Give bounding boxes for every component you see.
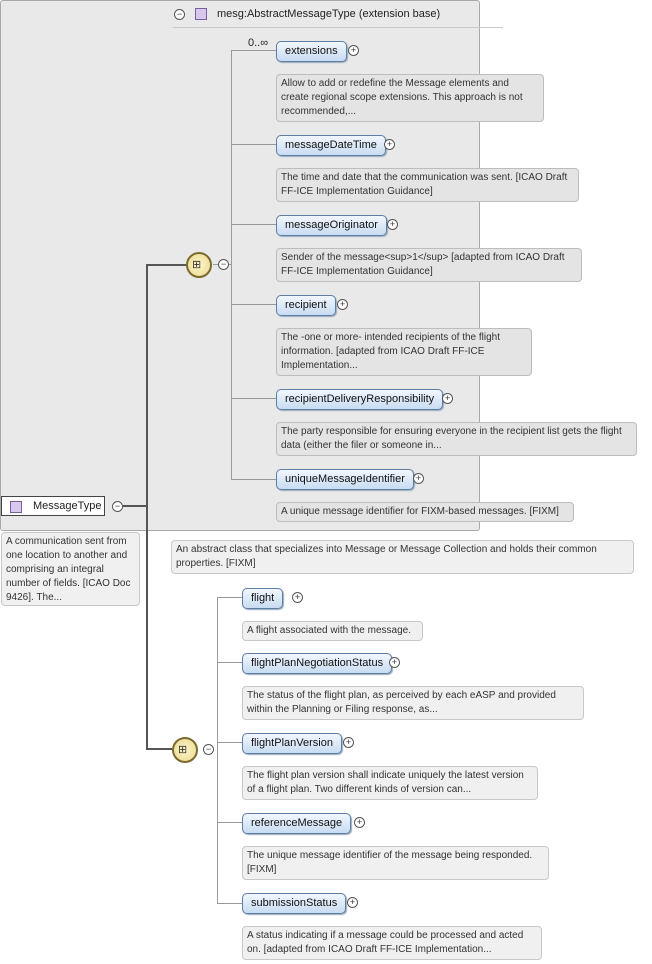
element-doc: Sender of the message<sup>1</sup> [adapt… xyxy=(276,248,582,282)
expand-icon[interactable]: + xyxy=(354,817,365,828)
collapse-icon[interactable]: − xyxy=(174,9,185,20)
root-element-label: MessageType xyxy=(33,500,102,512)
connector xyxy=(146,264,186,266)
element-doc: The status of the flight plan, as percei… xyxy=(242,686,584,720)
element-messageOriginator[interactable]: messageOriginator xyxy=(276,215,387,236)
element-referenceMessage[interactable]: referenceMessage xyxy=(242,813,352,834)
element-doc: Allow to add or redefine the Message ele… xyxy=(276,74,544,122)
complex-type-icon xyxy=(195,8,207,20)
element-doc: A unique message identifier for FIXM-bas… xyxy=(276,502,574,522)
expand-icon[interactable]: + xyxy=(337,299,348,310)
expand-icon[interactable]: + xyxy=(343,737,354,748)
element-recipient[interactable]: recipient xyxy=(276,295,336,316)
expand-icon[interactable]: + xyxy=(348,45,359,56)
root-element-messagetype[interactable]: MessageType xyxy=(1,496,105,516)
complex-type-icon xyxy=(10,501,22,513)
connector xyxy=(217,903,242,904)
element-flightPlanVersion[interactable]: flightPlanVersion xyxy=(242,733,342,754)
connector xyxy=(231,144,276,145)
collapse-icon[interactable]: − xyxy=(112,501,123,512)
element-doc: A status indicating if a message could b… xyxy=(242,926,542,960)
connector xyxy=(217,597,242,598)
expand-icon[interactable]: + xyxy=(387,219,398,230)
expand-icon[interactable]: + xyxy=(347,897,358,908)
element-doc: The -one or more- intended recipients of… xyxy=(276,328,532,376)
root-element-doc: A communication sent from one location t… xyxy=(1,532,140,606)
connector xyxy=(217,822,242,823)
expand-icon[interactable]: + xyxy=(292,592,303,603)
element-extensions[interactable]: extensions xyxy=(276,41,347,62)
element-recipientDeliveryResponsibility[interactable]: recipientDeliveryResponsibility xyxy=(276,389,444,410)
root-branch-line xyxy=(146,264,148,749)
connector xyxy=(217,742,242,743)
connector xyxy=(217,662,242,663)
title-divider xyxy=(173,27,503,28)
connector xyxy=(146,748,172,750)
element-doc: The time and date that the communication… xyxy=(276,168,579,202)
sequence-compositor-icon[interactable]: ⊞ xyxy=(172,737,198,763)
element-submissionStatus[interactable]: submissionStatus xyxy=(242,893,347,914)
sequence-compositor-icon[interactable]: ⊞ xyxy=(186,252,212,278)
collapse-icon[interactable]: − xyxy=(218,259,229,270)
base-type-title: mesg:AbstractMessageType (extension base… xyxy=(217,8,441,20)
collapse-icon[interactable]: − xyxy=(203,744,214,755)
connector xyxy=(231,398,276,399)
element-doc: The flight plan version shall indicate u… xyxy=(242,766,538,800)
element-messageDateTime[interactable]: messageDateTime xyxy=(276,135,386,156)
element-uniqueMessageIdentifier[interactable]: uniqueMessageIdentifier xyxy=(276,469,414,490)
connector xyxy=(231,224,276,225)
connector xyxy=(231,50,276,51)
expand-icon[interactable]: + xyxy=(413,473,424,484)
own-sequence-spine xyxy=(217,597,218,904)
element-flight[interactable]: flight xyxy=(242,588,284,609)
element-doc: The unique message identifier of the mes… xyxy=(242,846,549,880)
base-type-doc: An abstract class that specializes into … xyxy=(171,540,634,574)
element-doc: A flight associated with the message. xyxy=(242,621,423,641)
multiplicity-label: 0..∞ xyxy=(248,37,269,49)
base-sequence-spine xyxy=(231,50,232,480)
expand-icon[interactable]: + xyxy=(442,393,453,404)
connector xyxy=(231,479,276,480)
expand-icon[interactable]: + xyxy=(384,139,395,150)
element-doc: The party responsible for ensuring every… xyxy=(276,422,637,456)
connector xyxy=(231,304,276,305)
connector xyxy=(123,505,147,507)
expand-icon[interactable]: + xyxy=(389,657,400,668)
element-flightPlanNegotiationStatus[interactable]: flightPlanNegotiationStatus xyxy=(242,653,393,674)
